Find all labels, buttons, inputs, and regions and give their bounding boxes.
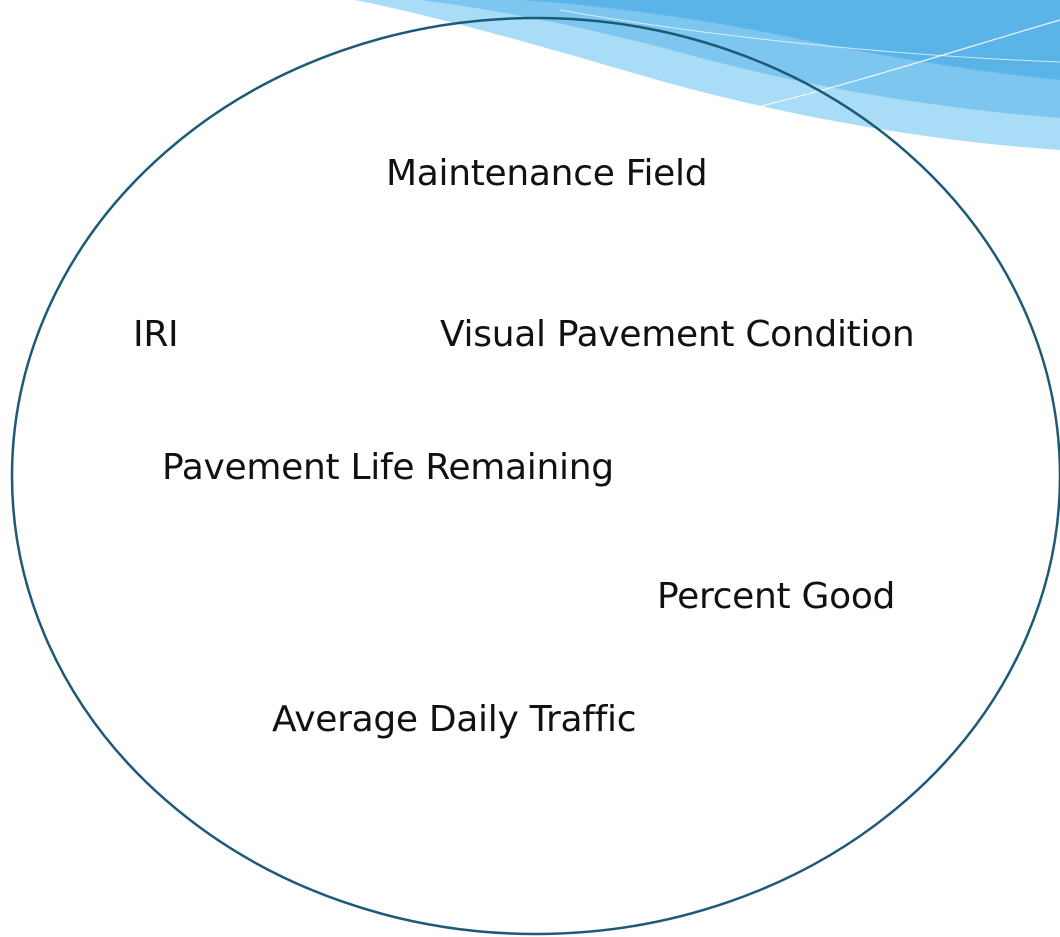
term-iri: IRI [133, 314, 179, 355]
term-percent-good: Percent Good [657, 576, 896, 617]
term-visual-pavement-condition: Visual Pavement Condition [440, 314, 915, 355]
term-pavement-life-remaining: Pavement Life Remaining [162, 447, 614, 488]
decorative-swoosh [355, 0, 1060, 150]
term-average-daily-traffic: Average Daily Traffic [272, 699, 637, 740]
swoosh-highlight-line-2 [559, 9, 1060, 63]
term-maintenance-field: Maintenance Field [386, 153, 708, 194]
swoosh-highlight-line [699, 19, 1060, 121]
boundary-ellipse [10, 16, 1060, 936]
